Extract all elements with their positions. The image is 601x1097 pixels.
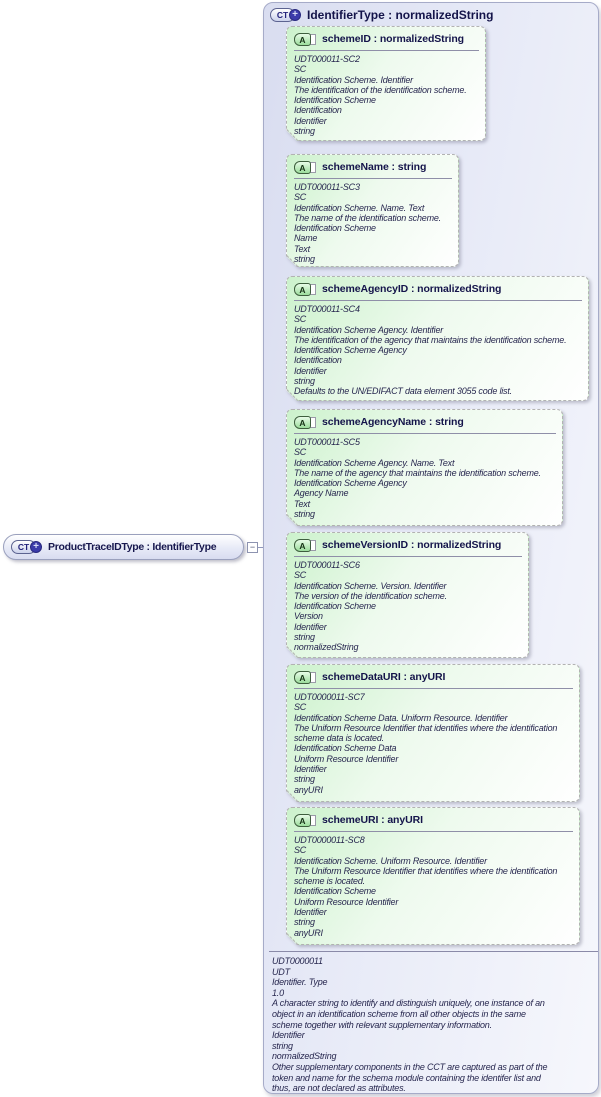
attr-annotation: UDT0000011-SC7 SC Identification Scheme … (294, 692, 558, 795)
attr-title: schemeAgencyName : string (322, 416, 464, 428)
root-type-label: ProductTraceIDType : IdentifierType (48, 541, 217, 553)
attr-title: schemeDataURI : anyURI (322, 671, 446, 683)
attribute-icon: A (294, 33, 316, 46)
attr-box-schemename[interactable]: A schemeName : string UDT000011-SC3 SC I… (286, 154, 459, 267)
divider (294, 300, 582, 301)
attr-title: schemeAgencyID : normalizedString (322, 283, 502, 295)
attr-title: schemeVersionID : normalizedString (322, 539, 502, 551)
collapse-toggle-icon[interactable]: − (247, 542, 258, 553)
attr-annotation: UDT000011-SC3 SC Identification Scheme. … (294, 182, 441, 265)
minus-glyph: − (249, 542, 256, 552)
attribute-icon: A (294, 539, 316, 552)
divider (294, 556, 522, 557)
attribute-icon: A (294, 814, 316, 827)
attr-annotation: UDT000011-SC6 SC Identification Scheme. … (294, 560, 447, 653)
attr-box-schemeversionid[interactable]: A schemeVersionID : normalizedString UDT… (286, 532, 529, 658)
divider (294, 688, 573, 689)
attribute-icon: A (294, 671, 316, 684)
attr-annotation: UDT000011-SC4 SC Identification Scheme A… (294, 304, 567, 397)
divider (294, 831, 573, 832)
divider (294, 50, 479, 51)
attribute-icon: A (294, 161, 316, 174)
attr-box-schemedatauri[interactable]: A schemeDataURI : anyURI UDT0000011-SC7 … (286, 664, 580, 802)
root-type-node[interactable]: CT + ProductTraceIDType : IdentifierType (3, 534, 244, 560)
complex-type-icon: CT + (11, 540, 42, 554)
plus-icon: + (289, 9, 301, 21)
attr-box-schemeagencyname[interactable]: A schemeAgencyName : string UDT000011-SC… (286, 409, 563, 526)
attribute-icon: A (294, 416, 316, 429)
attr-title: schemeID : normalizedString (322, 33, 464, 45)
complex-type-title: IdentifierType : normalizedString (307, 8, 494, 22)
complex-type-annotation: UDT0000011 UDT Identifier. Type 1.0 A ch… (272, 956, 548, 1094)
divider (294, 433, 556, 434)
attr-title: schemeURI : anyURI (322, 814, 423, 826)
attr-annotation: UDT000011-SC5 SC Identification Scheme A… (294, 437, 541, 520)
attr-annotation: UDT000011-SC2 SC Identification Scheme. … (294, 54, 467, 137)
divider (294, 178, 452, 179)
attr-box-schemeuri[interactable]: A schemeURI : anyURI UDT0000011-SC8 SC I… (286, 807, 580, 945)
attribute-icon: A (294, 283, 316, 296)
attr-annotation: UDT0000011-SC8 SC Identification Scheme.… (294, 835, 558, 938)
complex-type-icon: CT + (270, 8, 301, 22)
attr-box-schemeagencyid[interactable]: A schemeAgencyID : normalizedString UDT0… (286, 276, 589, 401)
annotation-divider (269, 951, 598, 952)
complex-type-header[interactable]: CT + IdentifierType : normalizedString (270, 8, 493, 22)
plus-icon: + (30, 541, 42, 553)
attr-title: schemeName : string (322, 161, 427, 173)
attr-box-schemeid[interactable]: A schemeID : normalizedString UDT000011-… (286, 26, 486, 141)
identifier-type-container: CT + IdentifierType : normalizedString A… (263, 2, 599, 1094)
